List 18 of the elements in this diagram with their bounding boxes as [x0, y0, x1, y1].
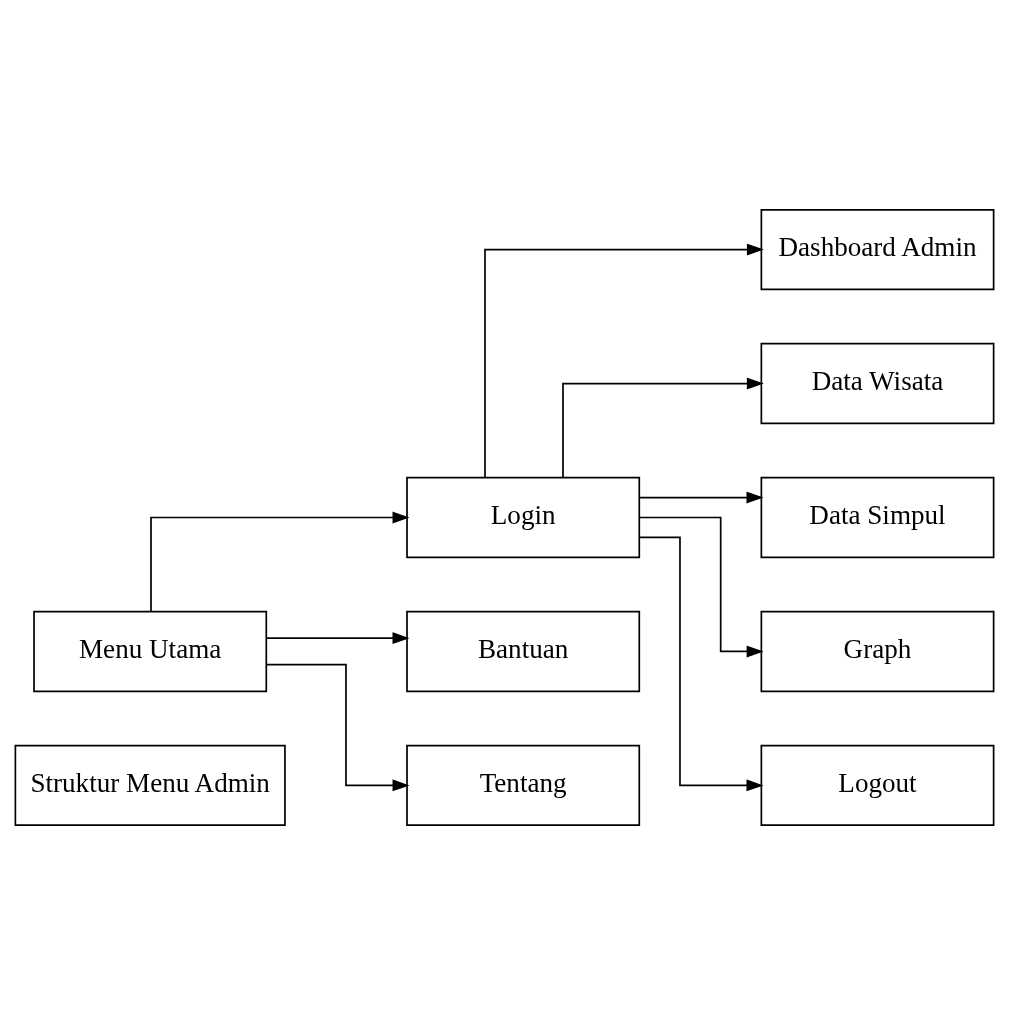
arrow — [638, 536, 764, 791]
arrow — [638, 516, 764, 657]
node-box: Login — [406, 476, 641, 558]
arrow — [265, 631, 410, 644]
arrow — [562, 377, 764, 478]
node-box: Struktur Menu Admin — [14, 744, 286, 826]
node-box: Logout — [760, 744, 995, 826]
arrow — [638, 491, 764, 504]
node-box: Menu Utama — [33, 610, 268, 692]
arrow — [150, 511, 410, 612]
node-box: Data Simpul — [760, 476, 995, 558]
arrow — [484, 243, 764, 478]
node-box: Dashboard Admin — [760, 208, 995, 290]
node-box: Graph — [760, 610, 995, 692]
node-box: Data Wisata — [760, 342, 995, 424]
arrow — [265, 663, 410, 791]
node-box: Bantuan — [406, 610, 641, 692]
node-box: Tentang — [406, 744, 641, 826]
